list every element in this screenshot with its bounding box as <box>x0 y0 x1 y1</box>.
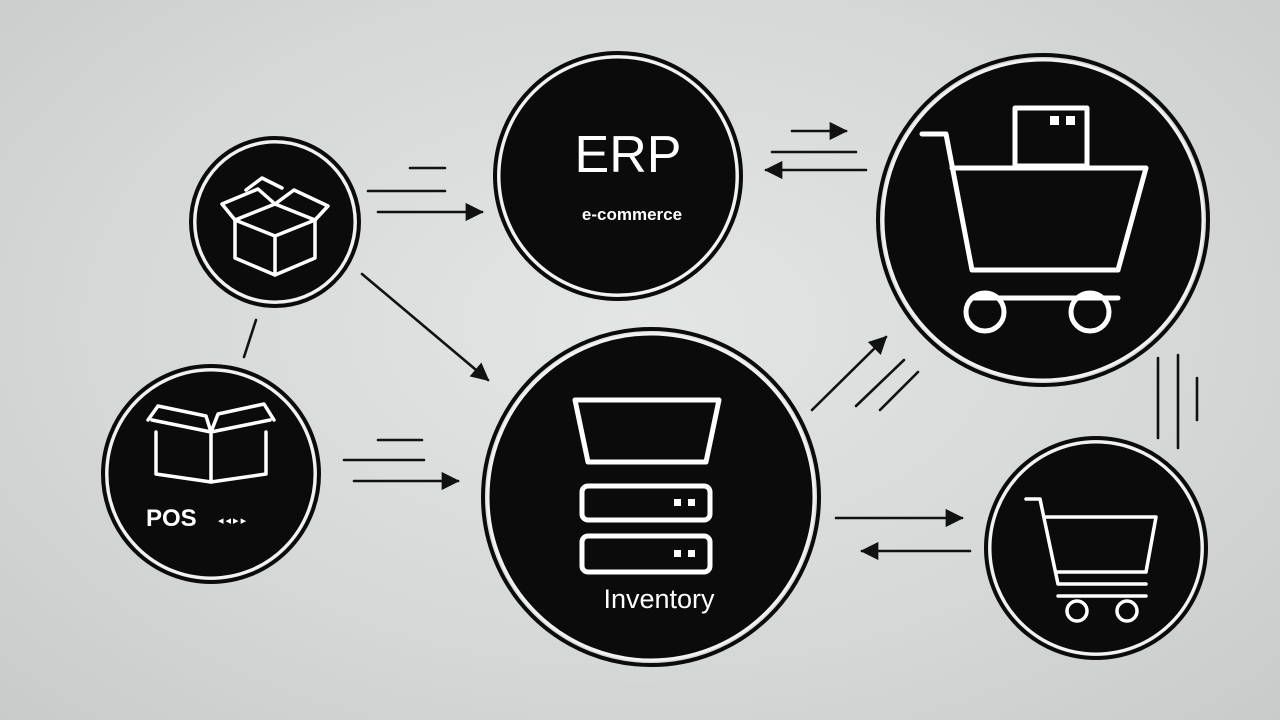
open-box-icon <box>220 176 330 277</box>
pos-title: POS <box>146 505 197 532</box>
shopping-cart-with-package-icon <box>919 105 1149 334</box>
connector-dash <box>878 370 920 412</box>
arrow-inventory-to-store <box>810 335 888 412</box>
node-erp: ERP e-commerce <box>493 51 743 301</box>
node-pos: POS ◂◂▸▸ <box>101 364 321 584</box>
shopping-cart-icon <box>1024 497 1158 623</box>
inventory-title: Inventory <box>603 584 715 614</box>
connector-dash <box>854 358 906 408</box>
pos-suffix: ◂◂▸▸ <box>218 515 248 527</box>
erp-subtitle: e-commerce <box>582 205 682 224</box>
erp-title: ERP <box>575 126 682 184</box>
node-inventory: Inventory <box>481 327 821 667</box>
node-checkout <box>984 436 1208 660</box>
server-stack-icon <box>572 397 722 575</box>
open-box-icon <box>146 402 276 484</box>
connectors <box>242 121 1199 561</box>
node-supplier <box>189 136 361 308</box>
link-supplier-pos <box>242 318 258 359</box>
node-store <box>876 53 1210 387</box>
arrow-supplier-to-inventory <box>360 272 490 382</box>
